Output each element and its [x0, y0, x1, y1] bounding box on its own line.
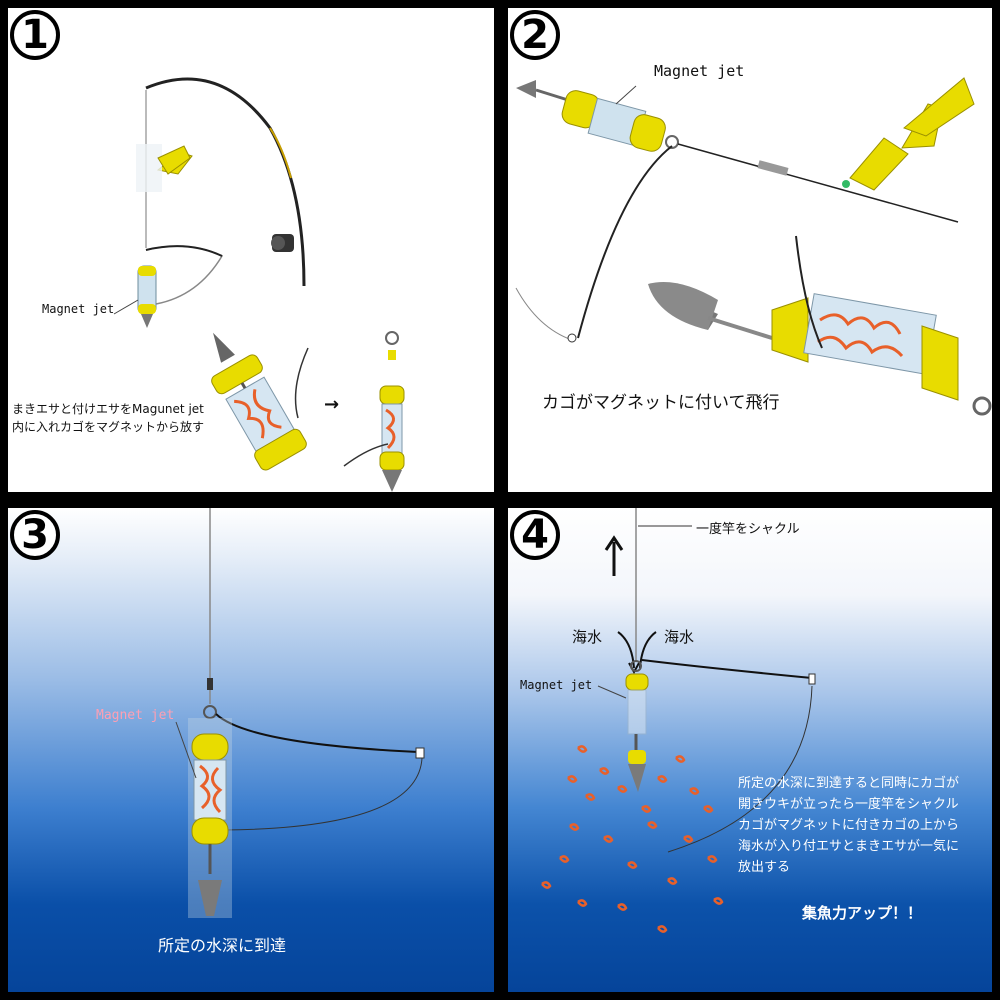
feed-particles [541, 745, 724, 933]
hook-line [145, 245, 224, 305]
magnet-jet-label: Magnet jet [42, 302, 115, 316]
cage-open-icon [625, 673, 649, 792]
cage-closed-icon [379, 331, 405, 492]
fishing-rod [145, 77, 306, 287]
step-number-4: 4 [510, 510, 560, 560]
water-arrow-left [617, 631, 635, 669]
feed-particle [641, 805, 652, 813]
float-icon [842, 77, 975, 191]
jerk-label: 一度竿をシャクル [696, 522, 800, 537]
feed-release-illustration [541, 508, 816, 933]
caption: 所定の水深に到達 [158, 936, 287, 955]
description-line-2: 開きウキが立ったら一度竿をシャクル [738, 797, 959, 812]
leader-line [641, 659, 813, 679]
feed-particle [617, 903, 628, 911]
leader-line [215, 713, 419, 753]
cage-loaded-tilted-icon [211, 332, 307, 471]
feed-particle [617, 785, 628, 793]
panel-1: 1 [8, 8, 494, 492]
process-arrow: → [324, 394, 340, 415]
cage-large-icon [648, 282, 992, 416]
result-label: 集魚力アップ！！ [802, 904, 923, 922]
leader-line [577, 145, 673, 339]
water-arrow-right [639, 631, 657, 669]
caption: カゴがマグネットに付いて飛行 [542, 393, 780, 413]
caption-line-1: まきエサと付けエサをMagunet jet [12, 402, 204, 416]
feed-particle [657, 925, 668, 933]
caption-line-2: 内に入れカゴをマグネットから放す [12, 420, 205, 434]
feed-particle [577, 745, 588, 753]
feed-particle [657, 775, 668, 783]
magnet-jet-label: Magnet jet [654, 62, 745, 80]
seawater-label-left: 海水 [572, 628, 603, 646]
description-line-5: 放出する [738, 860, 791, 875]
feed-particle [675, 755, 686, 763]
step-number-2: 2 [510, 10, 560, 60]
feed-particle [707, 855, 718, 863]
description-line-4: 海水が入り付エサとまきエサが一気に [738, 839, 960, 854]
cage-icon [188, 718, 232, 918]
feed-particle [559, 855, 570, 863]
feed-particle [599, 767, 610, 775]
rod-and-cage-illustration [113, 77, 405, 492]
float-icon [136, 144, 193, 192]
cage-small-icon [137, 265, 157, 328]
step-number-1: 1 [10, 10, 60, 60]
cage-top-icon [516, 80, 679, 152]
feed-particle [667, 877, 678, 885]
cage-at-depth-illustration [175, 508, 425, 918]
cage-flight-illustration [515, 77, 992, 416]
magnet-jet-label: Magnet jet [96, 708, 175, 723]
main-line [677, 143, 959, 223]
feed-particle [703, 805, 714, 813]
feed-particle [627, 861, 638, 869]
description-line-1: 所定の水深に到達すると同時にカゴが [738, 776, 960, 791]
feed-particle [689, 787, 700, 795]
feed-particle [603, 835, 614, 843]
feed-particle [567, 775, 578, 783]
panel-3: 3 Magnet jet 所定の水深に到達 [8, 508, 494, 992]
step-number-3: 3 [10, 510, 60, 560]
feed-particle [683, 835, 694, 843]
panel-2: 2 [508, 8, 992, 492]
feed-particle [713, 897, 724, 905]
magnet-jet-label: Magnet jet [520, 678, 593, 692]
feed-particle [569, 823, 580, 831]
feed-line [343, 443, 389, 467]
feed-particle [585, 793, 596, 801]
feed-particle [541, 881, 552, 889]
seawater-label-right: 海水 [664, 628, 695, 646]
feed-particle [577, 899, 588, 907]
panel-4: 4 一度竿をシャクル 海水 海水 Magnet jet 所定の水深に到達すると同… [508, 508, 992, 992]
description-line-3: カゴがマグネットに付きカゴの上から [738, 818, 960, 833]
feed-particle [647, 821, 658, 829]
